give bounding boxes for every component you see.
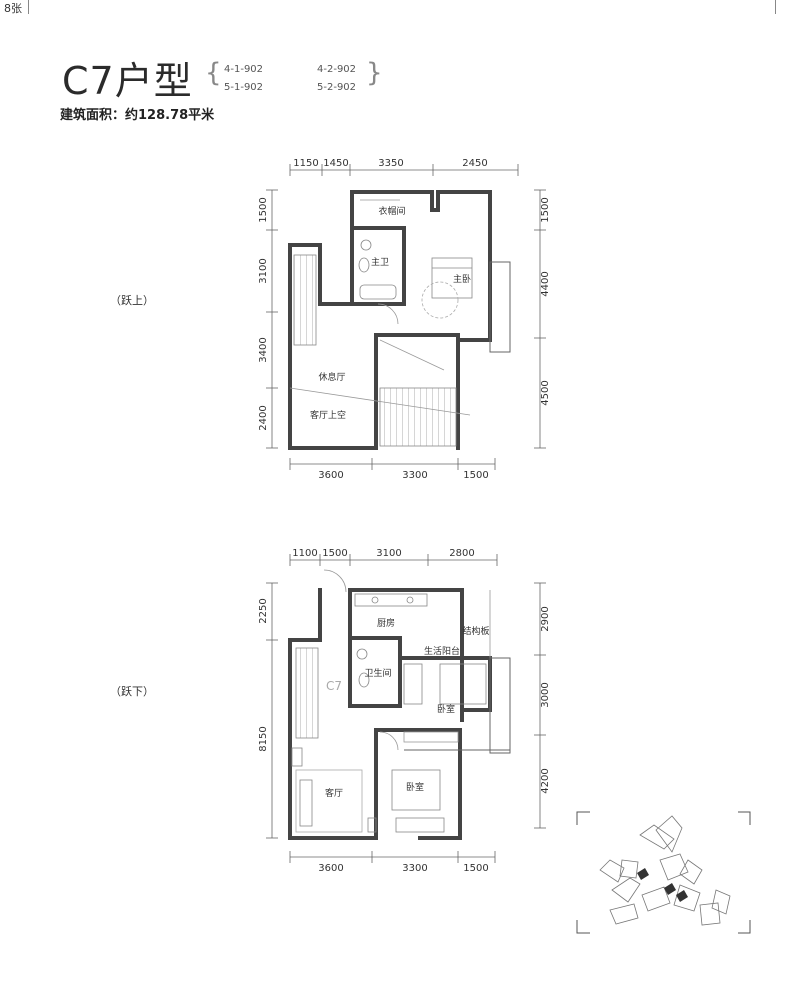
upper-dim-bottom-3: 1500 bbox=[463, 470, 488, 481]
building-area: 建筑面积：约128.78平米 bbox=[60, 108, 215, 123]
upper-dim-top bbox=[289, 164, 519, 176]
upper-floor-text: 1150 1450 3350 2450 3600 3300 1500 1500 … bbox=[258, 158, 551, 481]
lower-dim-top-4: 2800 bbox=[449, 548, 474, 559]
upper-floor-label: （跃上） bbox=[110, 294, 154, 307]
upper-dim-left bbox=[266, 189, 278, 449]
right-brace: } bbox=[366, 58, 383, 88]
room-master-bath: 主卫 bbox=[371, 256, 389, 268]
upper-dim-bottom-1: 3600 bbox=[318, 470, 343, 481]
upper-dim-left-4: 2400 bbox=[258, 405, 269, 430]
upper-dim-right-2: 4400 bbox=[540, 271, 551, 296]
unit-number: 4-2-902 bbox=[317, 64, 357, 75]
lower-dim-bottom-3: 1500 bbox=[463, 863, 488, 874]
page-corner-mark bbox=[0, 0, 29, 14]
room-lounge: 休息厅 bbox=[318, 371, 345, 383]
lower-dim-bottom-1: 3600 bbox=[318, 863, 343, 874]
lower-dim-left-1: 2250 bbox=[258, 598, 269, 623]
lower-dim-left-2: 8150 bbox=[258, 726, 269, 751]
room-master-bedroom: 主卧 bbox=[453, 273, 471, 285]
upper-dim-top-2: 1450 bbox=[323, 158, 348, 169]
room-bathroom: 卫生间 bbox=[364, 667, 391, 679]
lower-dim-right-2: 3000 bbox=[540, 682, 551, 707]
room-walk-in-closet: 衣帽间 bbox=[378, 205, 405, 217]
room-bedroom-1: 卧室 bbox=[437, 703, 455, 715]
page-number: 8张 bbox=[4, 2, 22, 15]
upper-dim-bottom bbox=[289, 458, 496, 470]
unit-number: 5-1-902 bbox=[224, 82, 264, 93]
lower-floor-label: （跃下） bbox=[110, 685, 154, 698]
room-bedroom-2: 卧室 bbox=[406, 781, 424, 793]
room-living-void: 客厅上空 bbox=[310, 409, 346, 421]
lower-dim-bottom bbox=[289, 851, 496, 863]
upper-dim-right bbox=[534, 189, 546, 449]
upper-dim-top-4: 2450 bbox=[462, 158, 487, 169]
left-brace: { bbox=[205, 58, 222, 88]
room-service-balcony: 生活阳台 bbox=[424, 645, 460, 657]
upper-dim-right-1: 1500 bbox=[540, 197, 551, 222]
plan-title: C7户型 bbox=[62, 59, 193, 103]
upper-dim-left-1: 1500 bbox=[258, 197, 269, 222]
room-structural-slab: 结构板 bbox=[462, 625, 489, 637]
lower-dim-top-2: 1500 bbox=[322, 548, 347, 559]
upper-dim-right-3: 4500 bbox=[540, 380, 551, 405]
plan-tag: C7 bbox=[326, 679, 342, 693]
lower-dim-bottom-2: 3300 bbox=[402, 863, 427, 874]
upper-dim-top-1: 1150 bbox=[293, 158, 318, 169]
upper-dim-left-3: 3400 bbox=[258, 337, 269, 362]
unit-number: 4-1-902 bbox=[224, 64, 264, 75]
site-key-plan bbox=[576, 811, 751, 934]
upper-dim-top-3: 3350 bbox=[378, 158, 403, 169]
lower-dim-top bbox=[289, 554, 498, 566]
room-kitchen: 厨房 bbox=[377, 617, 395, 629]
lower-dim-right-3: 4200 bbox=[540, 768, 551, 793]
lower-floor-plan bbox=[266, 554, 546, 863]
upper-floor-plan bbox=[266, 164, 546, 470]
upper-dim-bottom-2: 3300 bbox=[402, 470, 427, 481]
lower-dim-top-3: 3100 bbox=[376, 548, 401, 559]
page-corner-mark-right bbox=[775, 0, 776, 14]
unit-number: 5-2-902 bbox=[317, 82, 357, 93]
lower-floor-text: 1100 1500 3100 2800 3600 3300 1500 2250 … bbox=[258, 548, 551, 874]
lower-dim-top-1: 1100 bbox=[292, 548, 317, 559]
room-living: 客厅 bbox=[325, 787, 343, 799]
lower-dim-left bbox=[266, 582, 278, 839]
lower-dim-right-1: 2900 bbox=[540, 606, 551, 631]
lower-dim-right bbox=[534, 582, 546, 829]
upper-dim-left-2: 3100 bbox=[258, 258, 269, 283]
